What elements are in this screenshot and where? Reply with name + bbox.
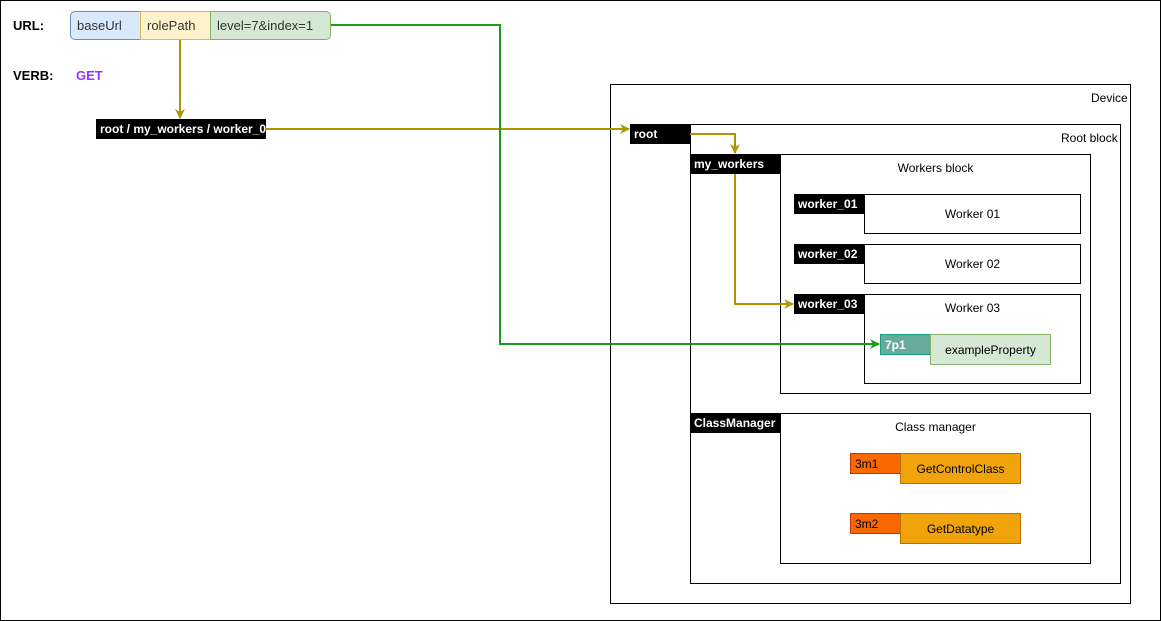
method-1-name: GetControlClass <box>900 453 1021 484</box>
worker-02-box <box>864 244 1081 284</box>
worker-01-title: Worker 01 <box>944 207 1001 221</box>
path-label: root / my_workers / worker_03 <box>96 119 273 139</box>
worker-01-tag: worker_01 <box>794 194 864 214</box>
property-tag: 7p1 <box>880 334 931 355</box>
worker-01-box <box>864 194 1081 234</box>
method-1-tag: 3m1 <box>850 453 901 474</box>
verb-label: VERB: <box>13 68 54 83</box>
my-workers-tag: my_workers <box>690 154 780 174</box>
class-manager-tag: ClassManager <box>690 413 780 433</box>
arrow-root-to-my-workers <box>690 133 740 154</box>
url-segment-query: level=7&index=1 <box>210 11 331 40</box>
worker-02-title: Worker 02 <box>944 257 1001 271</box>
url-segment-baseurl: baseUrl <box>70 11 142 40</box>
worker-03-title: Worker 03 <box>944 301 1001 315</box>
arrow-query-to-property <box>331 24 880 349</box>
verb-value: GET <box>76 68 103 83</box>
worker-03-tag: worker_03 <box>794 294 864 314</box>
method-2-tag: 3m2 <box>850 513 901 534</box>
root-tag: root <box>630 124 690 144</box>
class-manager-title: Class manager <box>895 420 976 434</box>
url-label: URL: <box>13 18 45 33</box>
arrow-my-workers-to-worker-03 <box>734 174 794 309</box>
workers-block-title: Workers block <box>897 161 974 175</box>
property-name: exampleProperty <box>930 334 1051 365</box>
method-2-name: GetDatatype <box>900 513 1021 544</box>
worker-02-tag: worker_02 <box>794 244 864 264</box>
device-title: Device <box>1091 91 1128 105</box>
root-block-title: Root block <box>1061 131 1118 145</box>
